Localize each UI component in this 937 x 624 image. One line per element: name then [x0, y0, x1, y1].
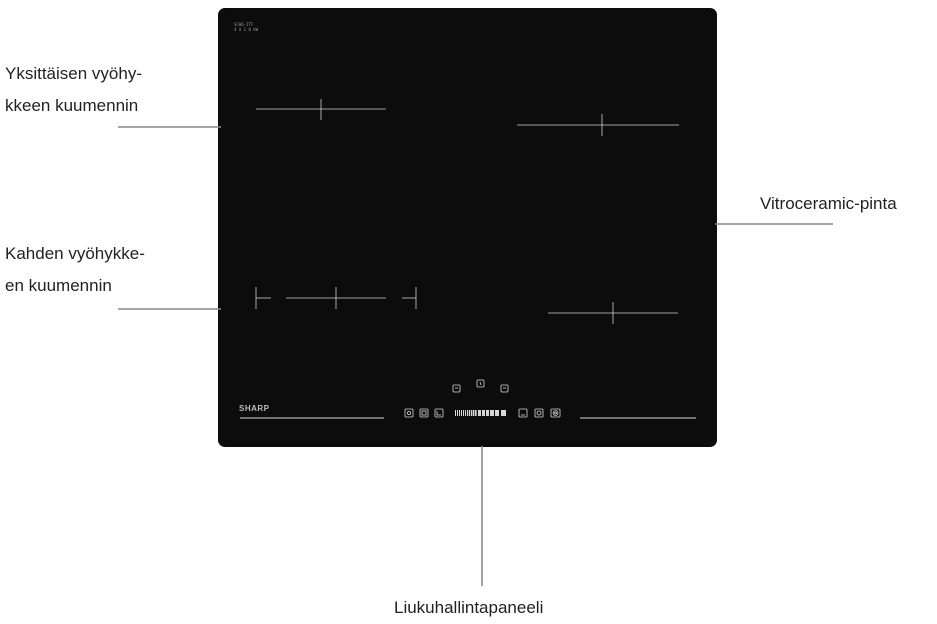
zone-select-left-icon[interactable] — [452, 384, 461, 393]
zone-bottom-right-single — [548, 302, 678, 324]
zone-select-right-icon[interactable] — [500, 384, 509, 393]
brand-logo: SHARP — [239, 404, 270, 413]
power-icon[interactable] — [534, 408, 544, 418]
single-zone-heater-label: Yksittäisen vyöhy- kkeen kuumennin — [5, 58, 142, 122]
model-plate: SCH6-ITF 4 X 1 0 kW — [234, 22, 258, 32]
pause-icon[interactable] — [419, 408, 429, 418]
power-slider[interactable] — [455, 410, 506, 416]
model-line-2: 4 X 1 0 kW — [234, 27, 259, 32]
cooktop-panel: SCH6-ITF 4 X 1 0 kW SHARP — [218, 8, 717, 447]
timer-minus-icon[interactable] — [518, 408, 528, 418]
single-zone-label-line2: kkeen kuumennin — [5, 96, 139, 115]
dual-zone-heater-label: Kahden vyöhykke- en kuumennin — [5, 238, 145, 302]
vitroceramic-surface-label: Vitroceramic-pinta — [760, 194, 897, 213]
timer-icon[interactable] — [476, 379, 485, 388]
slider-control-panel-label: Liukuhallintapaneeli — [394, 598, 544, 617]
zone-dual-left — [255, 287, 417, 309]
dual-zone-label-line2: en kuumennin — [5, 276, 112, 295]
bridge-icon[interactable] — [550, 408, 561, 418]
dual-zone-label-line1: Kahden vyöhykke- — [5, 244, 145, 263]
single-zone-label-line1: Yksittäisen vyöhy- — [5, 64, 142, 83]
zone-front-left-single — [256, 99, 386, 120]
zone-top-right-single — [517, 114, 679, 136]
lock-icon[interactable] — [404, 408, 414, 418]
boost-icon[interactable] — [434, 408, 444, 418]
model-line-1: SCH6-ITF — [234, 22, 254, 27]
